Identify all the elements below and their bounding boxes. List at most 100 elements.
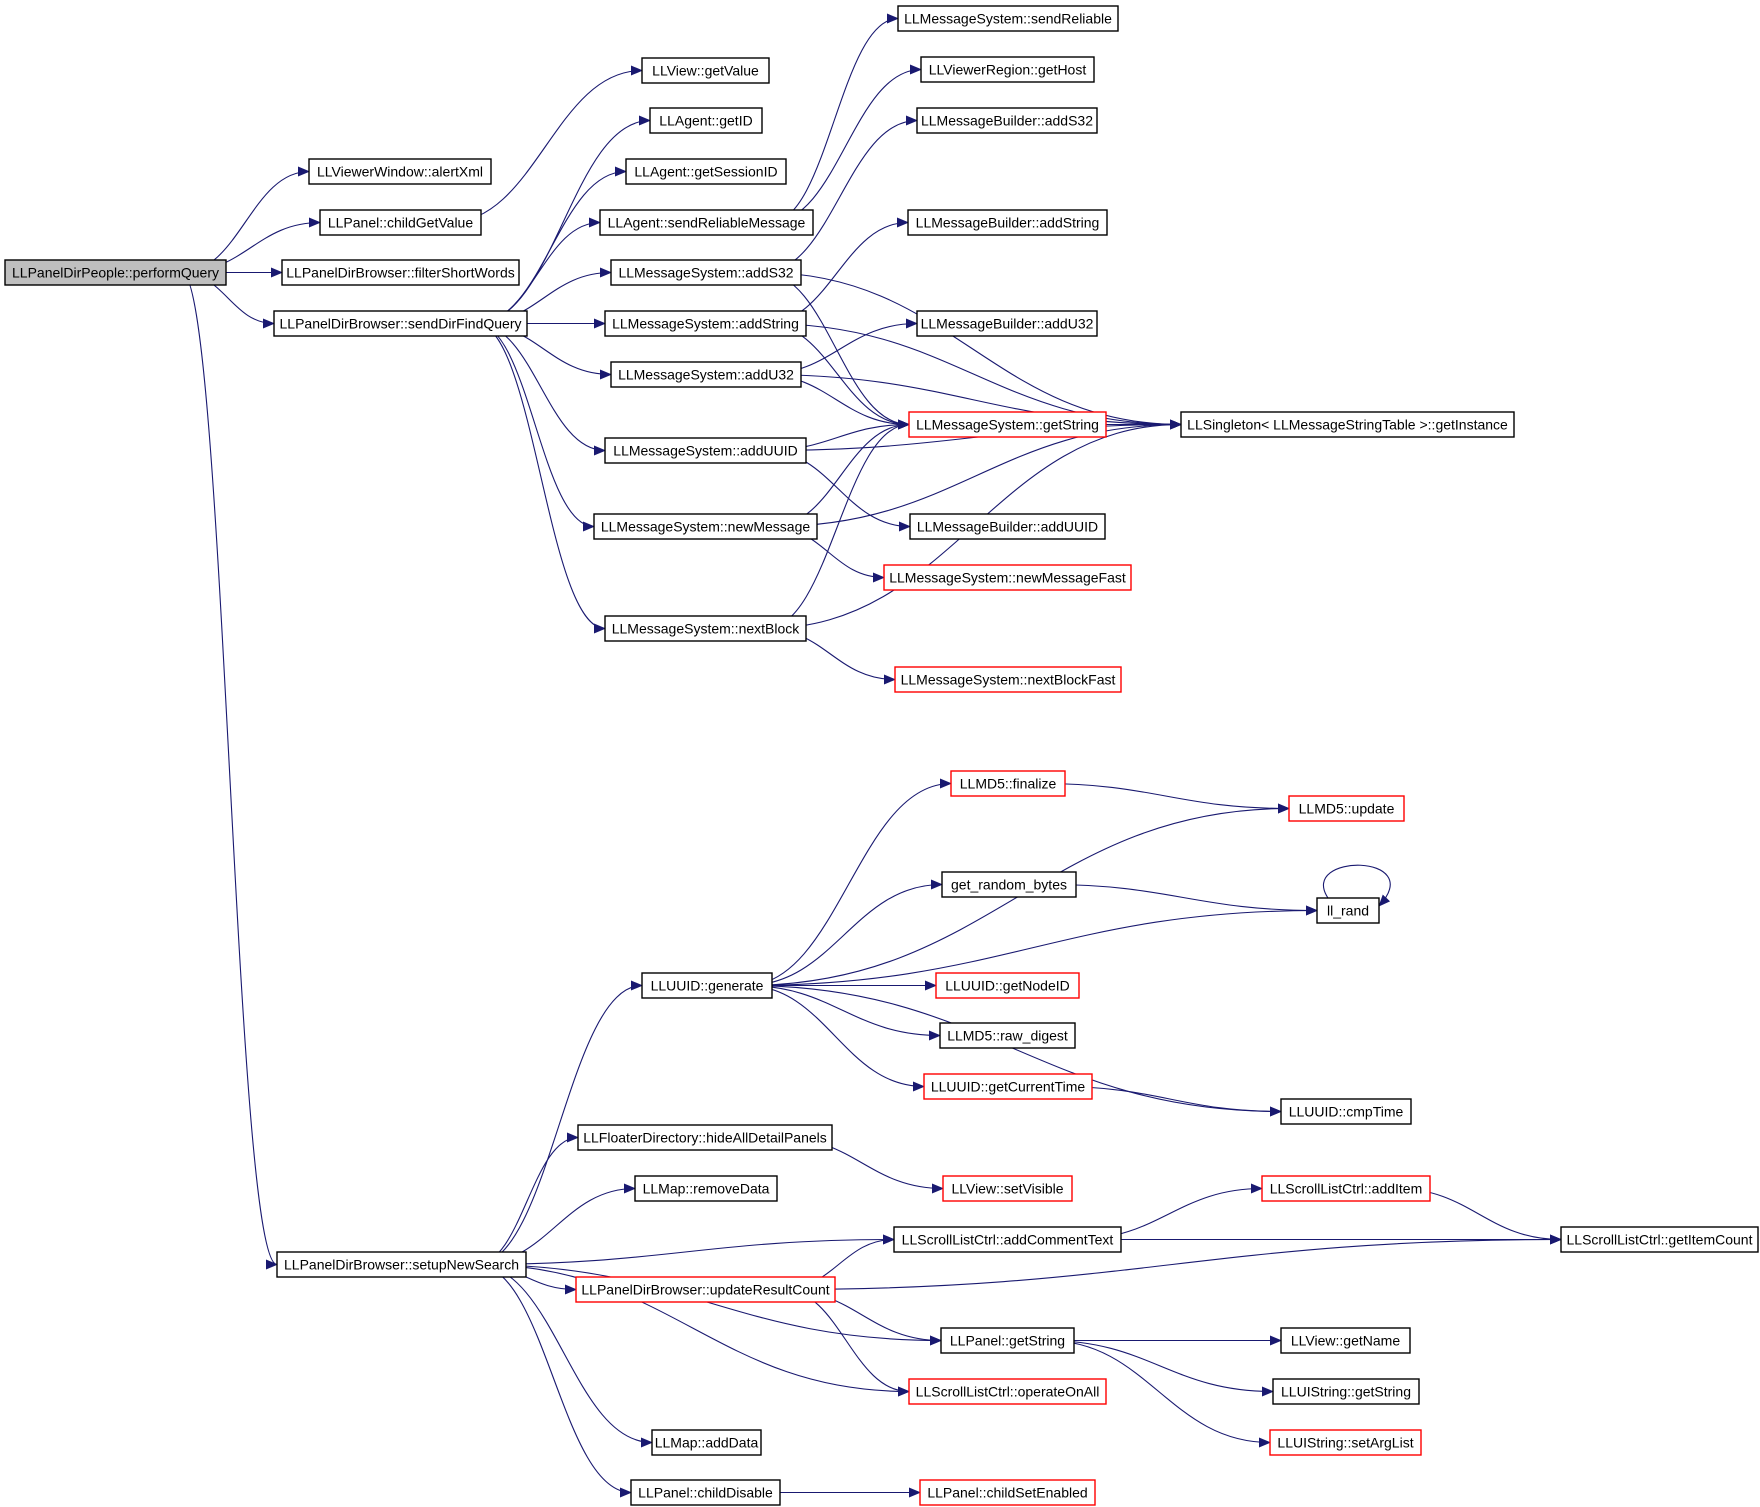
node-mb-add-string[interactable]: LLMessageBuilder::addString [907, 209, 1108, 236]
node-setup-new-search[interactable]: LLPanelDirBrowser::setupNewSearch [276, 1251, 527, 1278]
node-ms-add-uuid[interactable]: LLMessageSystem::addUUID [604, 437, 807, 464]
edge-send-dir-find-query-to-ms-add-uuid [476, 322, 606, 456]
node-label: LLAgent::sendReliableMessage [608, 215, 806, 231]
node-alert-xml[interactable]: LLViewerWindow::alertXml [308, 158, 492, 185]
edge-send-reliable-message-to-send-reliable [770, 13, 899, 224]
edge-setup-new-search-to-uuid-generate [476, 980, 643, 1266]
node-box [308, 158, 492, 185]
node-box [941, 871, 1077, 898]
node-label: LLPanelDirPeople::performQuery [12, 265, 219, 281]
node-mb-add-u32[interactable]: LLMessageBuilder::addU32 [916, 310, 1098, 337]
node-child-disable[interactable]: LLPanel::childDisable [630, 1479, 781, 1506]
node-label: LLViewerWindow::alertXml [317, 164, 483, 180]
node-new-message-fast[interactable]: LLMessageSystem::newMessageFast [883, 564, 1132, 591]
node-next-block[interactable]: LLMessageSystem::nextBlock [604, 615, 807, 642]
node-box [923, 1073, 1093, 1100]
node-md5-update[interactable]: LLMD5::update [1288, 795, 1405, 822]
node-send-dir-find-query[interactable]: LLPanelDirBrowser::sendDirFindQuery [273, 310, 528, 337]
node-operate-on-all[interactable]: LLScrollListCtrl::operateOnAll [908, 1378, 1107, 1405]
node-label: LLUUID::cmpTime [1289, 1104, 1404, 1120]
node-label: LLFloaterDirectory::hideAllDetailPanels [583, 1130, 827, 1146]
node-mb-add-uuid[interactable]: LLMessageBuilder::addUUID [909, 513, 1106, 540]
node-box [630, 1479, 781, 1506]
node-set-visible[interactable]: LLView::setVisible [942, 1175, 1073, 1202]
node-box [610, 259, 802, 286]
node-update-result-count[interactable]: LLPanelDirBrowser::updateResultCount [575, 1276, 836, 1303]
node-box [1288, 795, 1405, 822]
node-get-session-id[interactable]: LLAgent::getSessionID [625, 158, 787, 185]
node-label: LLPanelDirBrowser::setupNewSearch [284, 1257, 519, 1273]
node-ui-get-string[interactable]: LLUIString::getString [1272, 1378, 1420, 1405]
node-box [276, 1251, 527, 1278]
node-child-get-value[interactable]: LLPanel::childGetValue [319, 209, 482, 236]
node-get-host[interactable]: LLViewerRegion::getHost [920, 56, 1095, 83]
node-get-name[interactable]: LLView::getName [1280, 1327, 1411, 1354]
node-box [641, 972, 773, 999]
node-box [634, 1175, 778, 1202]
node-mb-add-s32[interactable]: LLMessageBuilder::addS32 [916, 107, 1098, 134]
node-box [281, 259, 520, 286]
node-get-node-id[interactable]: LLUUID::getNodeID [935, 972, 1080, 999]
edge-send-reliable-message-to-get-host [770, 64, 922, 224]
node-label: LLPanel::childDisable [638, 1485, 773, 1501]
node-label: LLMessageSystem::addU32 [618, 367, 794, 383]
node-get-current-time[interactable]: LLUUID::getCurrentTime [923, 1073, 1093, 1100]
edge-new-message-to-get-instance [772, 419, 1182, 528]
node-filter-short-words[interactable]: LLPanelDirBrowser::filterShortWords [281, 259, 520, 286]
node-next-block-fast[interactable]: LLMessageSystem::nextBlockFast [894, 666, 1122, 693]
node-remove-data[interactable]: LLMap::removeData [634, 1175, 778, 1202]
node-ll-rand[interactable]: ll_rand [1316, 897, 1380, 924]
node-ms-add-s32[interactable]: LLMessageSystem::addS32 [610, 259, 802, 286]
node-box [916, 107, 1098, 134]
node-map-add-data[interactable]: LLMap::addData [651, 1429, 762, 1456]
node-get-id[interactable]: LLAgent::getID [649, 107, 763, 134]
node-set-arg-list[interactable]: LLUIString::setArgList [1269, 1429, 1422, 1456]
node-label: LLMessageSystem::nextBlock [612, 621, 801, 637]
node-label: LLPanelDirBrowser::updateResultCount [581, 1282, 829, 1298]
node-label: LLScrollListCtrl::addCommentText [902, 1232, 1114, 1248]
node-send-reliable[interactable]: LLMessageSystem::sendReliable [897, 5, 1119, 32]
node-box [610, 361, 802, 388]
node-add-item[interactable]: LLScrollListCtrl::addItem [1261, 1175, 1431, 1202]
node-label: LLPanelDirBrowser::sendDirFindQuery [280, 316, 522, 332]
node-raw-digest[interactable]: LLMD5::raw_digest [939, 1022, 1076, 1049]
node-label: LLUUID::getNodeID [945, 978, 1070, 994]
node-box [909, 513, 1106, 540]
node-label: LLView::setVisible [951, 1181, 1063, 1197]
edge-ms-add-s32-to-ms-get-string [762, 271, 910, 430]
node-get-value[interactable]: LLView::getValue [641, 57, 770, 84]
node-child-set-enabled[interactable]: LLPanel::childSetEnabled [919, 1479, 1096, 1506]
node-uuid-generate[interactable]: LLUUID::generate [641, 972, 773, 999]
node-get-item-count[interactable]: LLScrollListCtrl::getItemCount [1560, 1226, 1759, 1253]
node-box [4, 259, 227, 286]
node-box [942, 1175, 1073, 1202]
node-label: LLMessageSystem::addUUID [613, 443, 797, 459]
edge-uuid-generate-to-random-bytes [745, 879, 943, 987]
node-new-message[interactable]: LLMessageSystem::newMessage [593, 513, 818, 540]
node-box [920, 56, 1095, 83]
node-ms-add-u32[interactable]: LLMessageSystem::addU32 [610, 361, 802, 388]
node-box [599, 209, 814, 236]
edge-setup-new-search-to-operate-on-all [476, 1263, 910, 1397]
node-ms-add-string[interactable]: LLMessageSystem::addString [604, 310, 807, 337]
node-perform-query[interactable]: LLPanelDirPeople::performQuery [4, 259, 227, 286]
node-get-instance[interactable]: LLSingleton< LLMessageStringTable >::get… [1180, 411, 1515, 438]
edge-ms-add-string-to-get-instance [765, 322, 1182, 430]
node-label: LLUIString::getString [1281, 1384, 1411, 1400]
node-label: LLScrollListCtrl::operateOnAll [916, 1384, 1100, 1400]
node-panel-get-string[interactable]: LLPanel::getString [940, 1327, 1075, 1354]
node-random-bytes[interactable]: get_random_bytes [941, 871, 1077, 898]
node-label: LLScrollListCtrl::getItemCount [1567, 1232, 1753, 1248]
node-hide-all-detail-panels[interactable]: LLFloaterDirectory::hideAllDetailPanels [577, 1124, 833, 1151]
node-label: LLUIString::setArgList [1277, 1435, 1413, 1451]
node-add-comment-text[interactable]: LLScrollListCtrl::addCommentText [893, 1226, 1122, 1253]
node-cmp-time[interactable]: LLUUID::cmpTime [1280, 1098, 1412, 1125]
node-md5-finalize[interactable]: LLMD5::finalize [950, 770, 1066, 797]
node-ms-get-string[interactable]: LLMessageSystem::getString [908, 411, 1107, 438]
node-label: LLMessageSystem::newMessage [601, 519, 811, 535]
node-label: LLMessageSystem::addString [612, 316, 799, 332]
node-label: LLMap::addData [655, 1435, 759, 1451]
node-label: LLMessageBuilder::addString [916, 215, 1100, 231]
edge-send-dir-find-query-to-new-message [476, 322, 595, 532]
node-send-reliable-message[interactable]: LLAgent::sendReliableMessage [599, 209, 814, 236]
